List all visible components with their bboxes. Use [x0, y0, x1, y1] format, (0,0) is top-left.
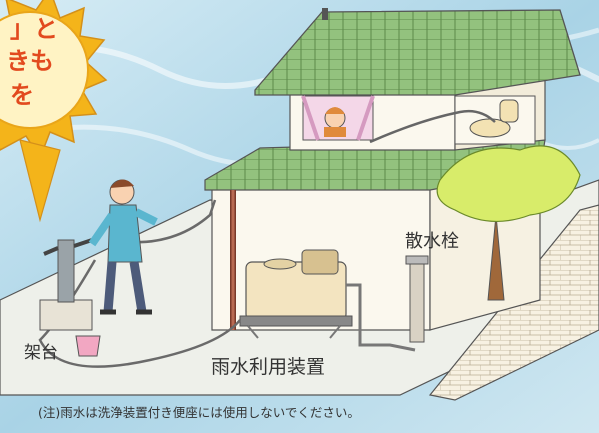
- burst-text-line2: きも: [6, 47, 54, 75]
- rainwater-tank: [239, 249, 353, 339]
- bucket: [75, 335, 101, 357]
- hand-pump: [39, 236, 99, 331]
- note-text: (注)雨水は洗浄装置付き便座には使用しないでください。: [38, 405, 360, 420]
- stand-label: 架台: [24, 343, 58, 363]
- burst-text-line3: を: [10, 81, 34, 109]
- garden-faucet-post: [409, 261, 425, 343]
- tree-canopy: [436, 145, 581, 223]
- man-figure: [88, 179, 158, 315]
- sunburst-callout: [0, 0, 108, 223]
- burst-text-line1: 」と: [10, 15, 58, 43]
- garden-faucet-label: 散水栓: [405, 231, 459, 252]
- rainwater-device-label: 雨水利用装置: [211, 356, 326, 378]
